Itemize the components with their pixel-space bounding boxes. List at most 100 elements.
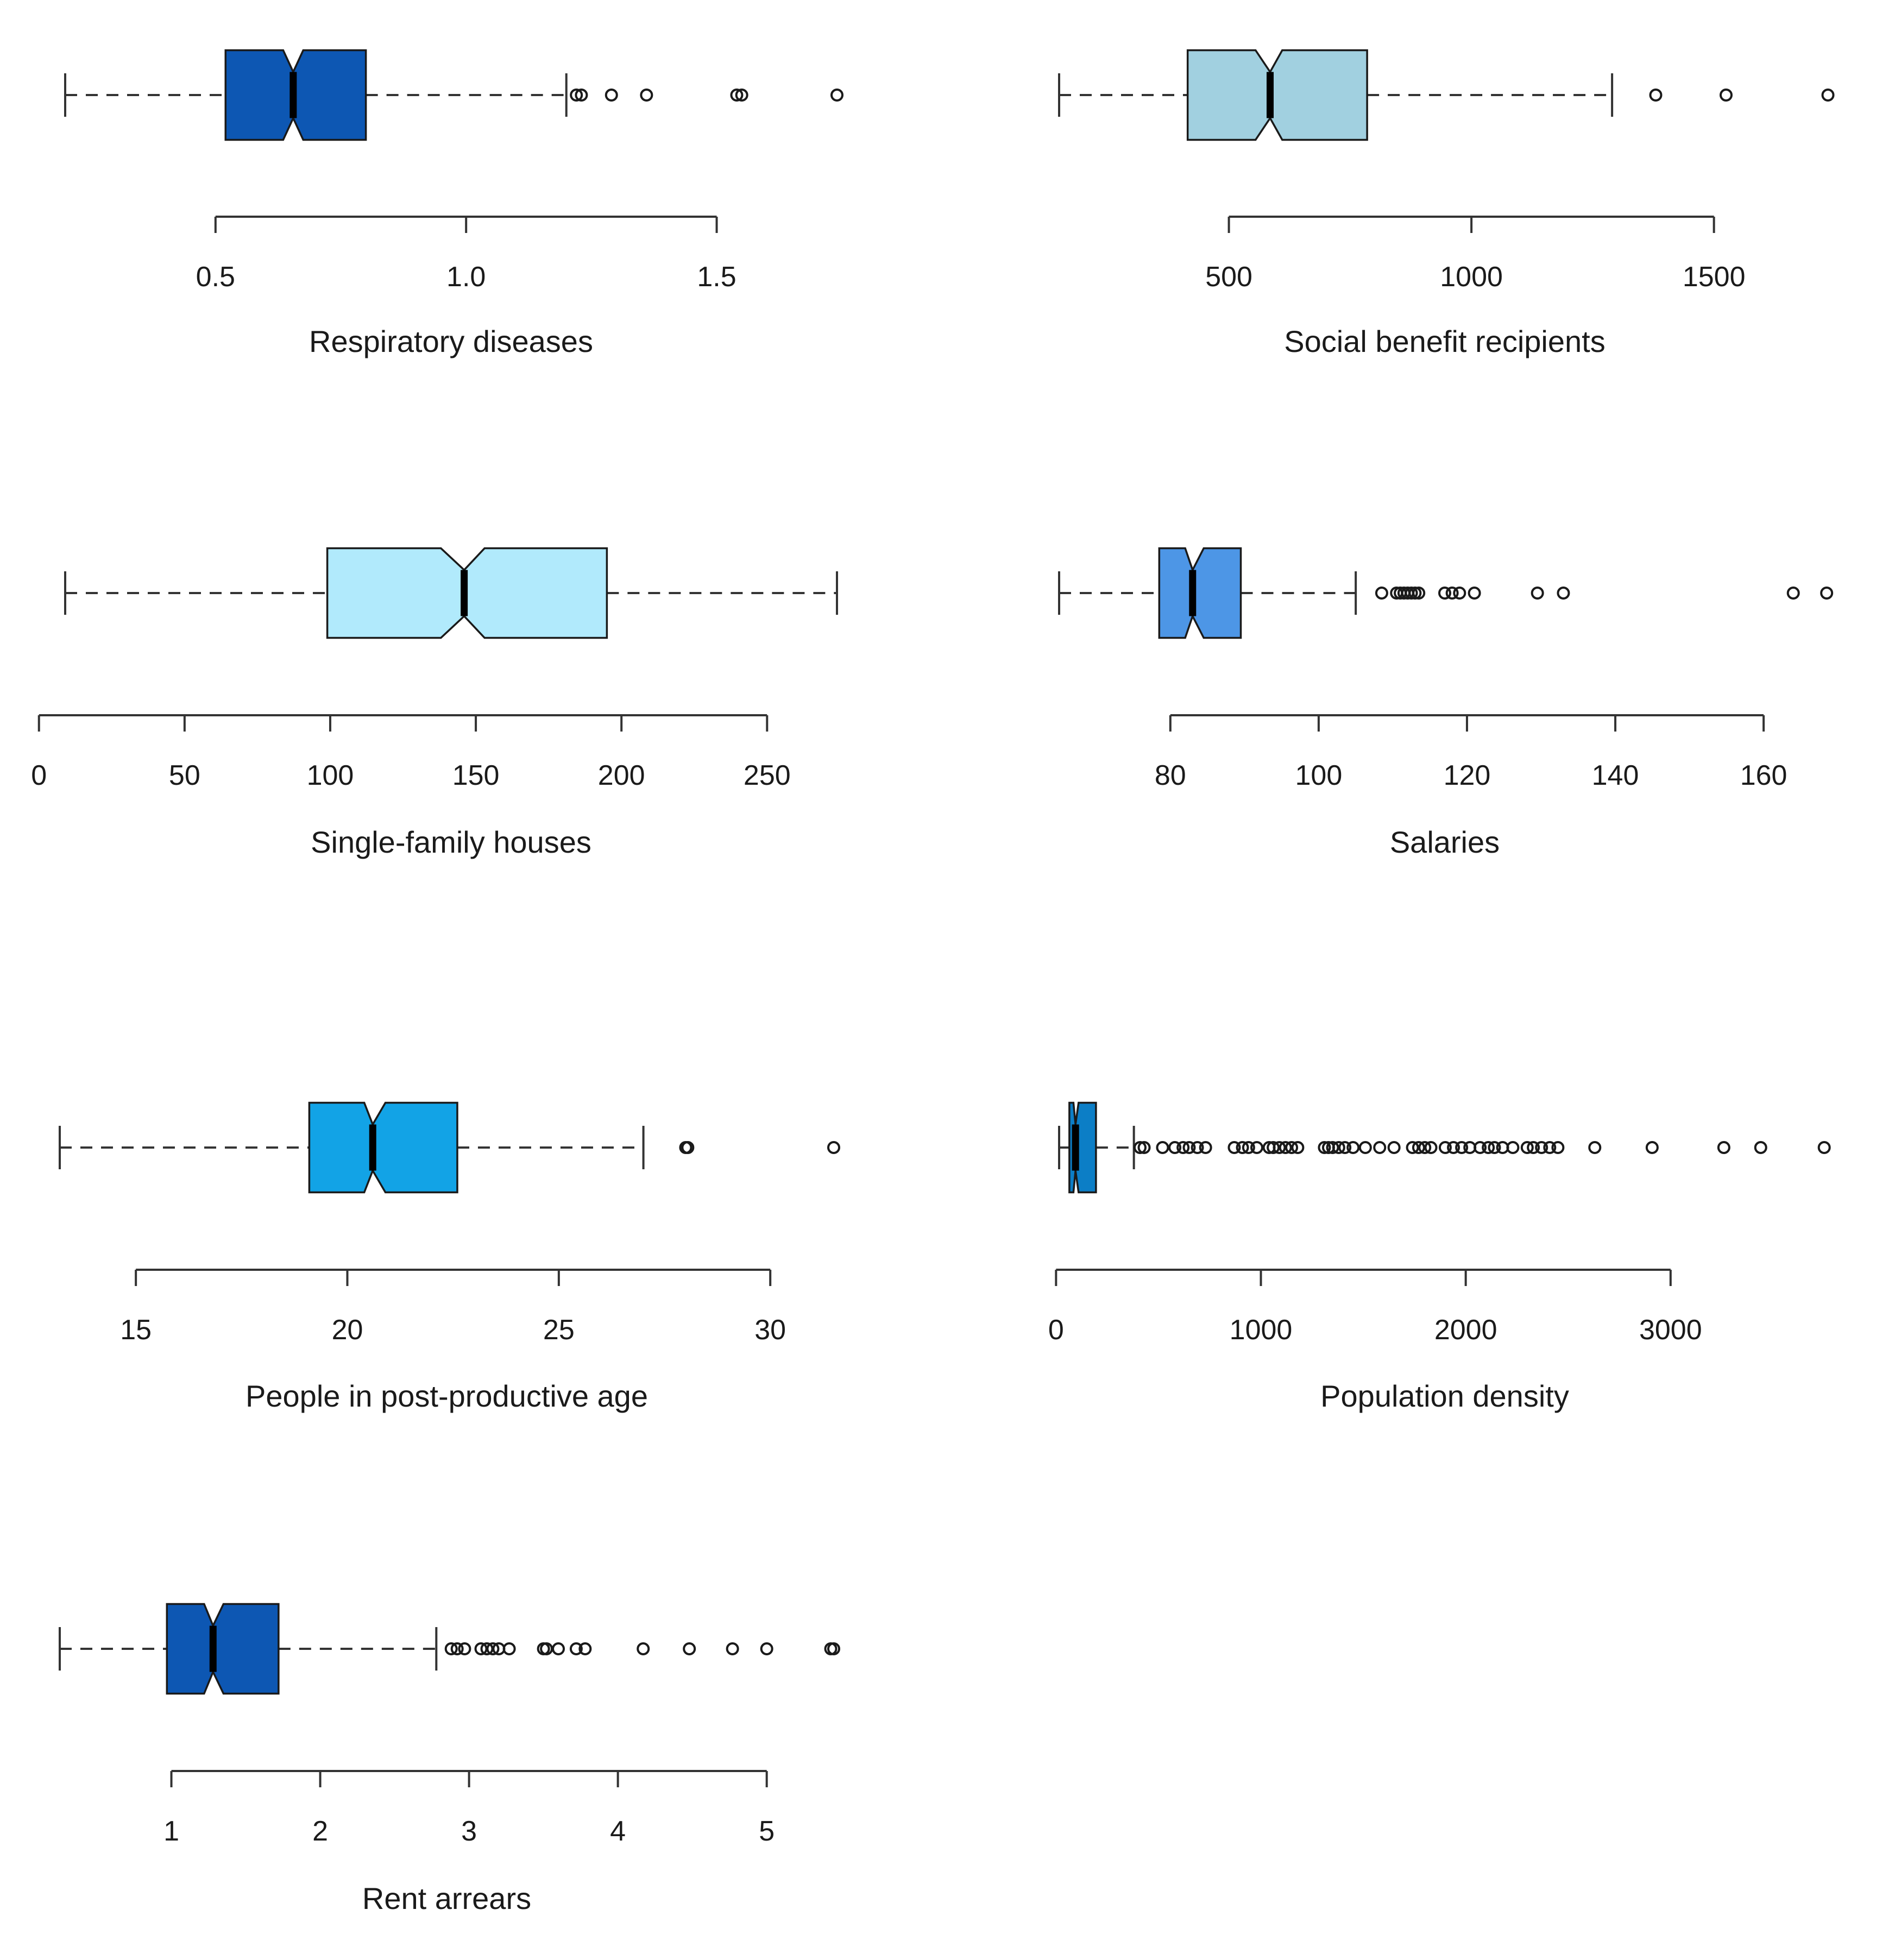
x-tick-label: 150 — [452, 760, 500, 791]
outlier-point — [1455, 1141, 1469, 1154]
outlier-point — [1438, 587, 1451, 600]
outlier-point — [1199, 1141, 1212, 1154]
x-tick-label: 200 — [598, 760, 645, 791]
outlier-point — [730, 89, 744, 102]
x-tick-label: 100 — [1295, 760, 1343, 791]
outlier-point — [827, 1642, 840, 1655]
outlier-point — [1506, 1141, 1520, 1154]
outlier-point — [1754, 1141, 1767, 1154]
outlier-point — [1557, 587, 1570, 600]
x-tick-label: 500 — [1205, 261, 1252, 293]
outlier-point — [1438, 1141, 1452, 1154]
x-tick-label: 25 — [543, 1314, 575, 1346]
outlier-point — [1375, 587, 1388, 600]
outlier-point — [1445, 587, 1459, 600]
outlier-point — [1227, 1141, 1241, 1154]
outlier-point — [1482, 1141, 1495, 1154]
x-tick-label: 120 — [1444, 760, 1491, 791]
x-tick-label: 2 — [312, 1816, 328, 1847]
outlier-point — [575, 89, 588, 102]
outlier-point — [1156, 1141, 1169, 1154]
outlier-point — [450, 1642, 464, 1655]
outlier-point — [637, 1642, 650, 1655]
x-tick-label: 2000 — [1434, 1314, 1497, 1346]
outlier-point — [1285, 1141, 1299, 1154]
x-tick-label: 0.5 — [196, 261, 235, 293]
notched-box — [166, 1603, 280, 1695]
notched-box — [308, 1101, 458, 1194]
outlier-point — [1338, 1141, 1352, 1154]
outlier-point — [1645, 1141, 1659, 1154]
x-tick-label: 100 — [307, 760, 354, 791]
outlier-point — [1488, 1141, 1501, 1154]
notched-box — [1186, 49, 1368, 141]
outlier-point — [1242, 1141, 1255, 1154]
outlier-point — [1291, 1141, 1305, 1154]
outlier-point — [1412, 587, 1426, 600]
outlier-point — [830, 89, 843, 102]
outlier-point — [570, 89, 583, 102]
outlier-point — [1176, 1141, 1190, 1154]
outlier-point — [1520, 1141, 1534, 1154]
x-tick-label: 140 — [1592, 760, 1639, 791]
outlier-point — [681, 1141, 695, 1154]
outlier-point — [827, 1141, 840, 1154]
outlier-point — [1346, 1141, 1360, 1154]
x-tick-label: 1.0 — [446, 261, 486, 293]
x-tick-label: 250 — [744, 760, 791, 791]
outlier-point — [1267, 1141, 1280, 1154]
outlier-point — [1468, 587, 1481, 600]
outlier-point — [1326, 1141, 1339, 1154]
outlier-point — [735, 89, 748, 102]
x-tick-label: 50 — [169, 760, 200, 791]
outlier-point — [1182, 1141, 1196, 1154]
x-axis-title: Rent arrears — [362, 1881, 531, 1915]
x-tick-label: 160 — [1740, 760, 1787, 791]
outlier-point — [1531, 587, 1544, 600]
outlier-point — [1453, 587, 1466, 600]
outlier-point — [444, 1642, 458, 1655]
outlier-point — [1424, 1141, 1438, 1154]
x-axis-title: Social benefit recipients — [1284, 324, 1605, 358]
x-axis-title: People in post-productive age — [245, 1379, 648, 1413]
outlier-point — [1358, 1141, 1372, 1154]
outlier-point — [683, 1642, 696, 1655]
outlier-point — [1250, 1141, 1263, 1154]
outlier-point — [1543, 1141, 1557, 1154]
x-tick-label: 5 — [759, 1816, 775, 1847]
outlier-point — [1373, 1141, 1387, 1154]
x-tick-label: 1.5 — [697, 261, 736, 293]
outlier-point — [1717, 1141, 1730, 1154]
outlier-point — [502, 1642, 516, 1655]
outlier-point — [1527, 1141, 1540, 1154]
x-tick-label: 3000 — [1639, 1314, 1702, 1346]
notched-box — [1158, 547, 1242, 639]
outlier-point — [760, 1642, 773, 1655]
outlier-point — [1236, 1141, 1249, 1154]
outlier-point — [1447, 1141, 1460, 1154]
outlier-point — [640, 89, 653, 102]
x-axis-title: Respiratory diseases — [309, 324, 593, 358]
outlier-point — [578, 1642, 592, 1655]
outlier-point — [1318, 1141, 1331, 1154]
outlier-point — [1191, 1141, 1204, 1154]
outlier-point — [1535, 1141, 1548, 1154]
outlier-point — [1418, 1141, 1432, 1154]
outlier-point — [605, 89, 618, 102]
outlier-point — [1279, 1141, 1292, 1154]
outlier-point — [1273, 1141, 1286, 1154]
x-tick-label: 0 — [31, 760, 47, 791]
outlier-point — [1820, 587, 1834, 600]
outlier-point — [1406, 1141, 1419, 1154]
outlier-point — [1408, 587, 1422, 600]
x-tick-label: 80 — [1155, 760, 1186, 791]
outlier-point — [486, 1642, 500, 1655]
x-tick-label: 1 — [163, 1816, 179, 1847]
x-tick-label: 1000 — [1230, 1314, 1293, 1346]
outlier-point — [1649, 89, 1663, 102]
